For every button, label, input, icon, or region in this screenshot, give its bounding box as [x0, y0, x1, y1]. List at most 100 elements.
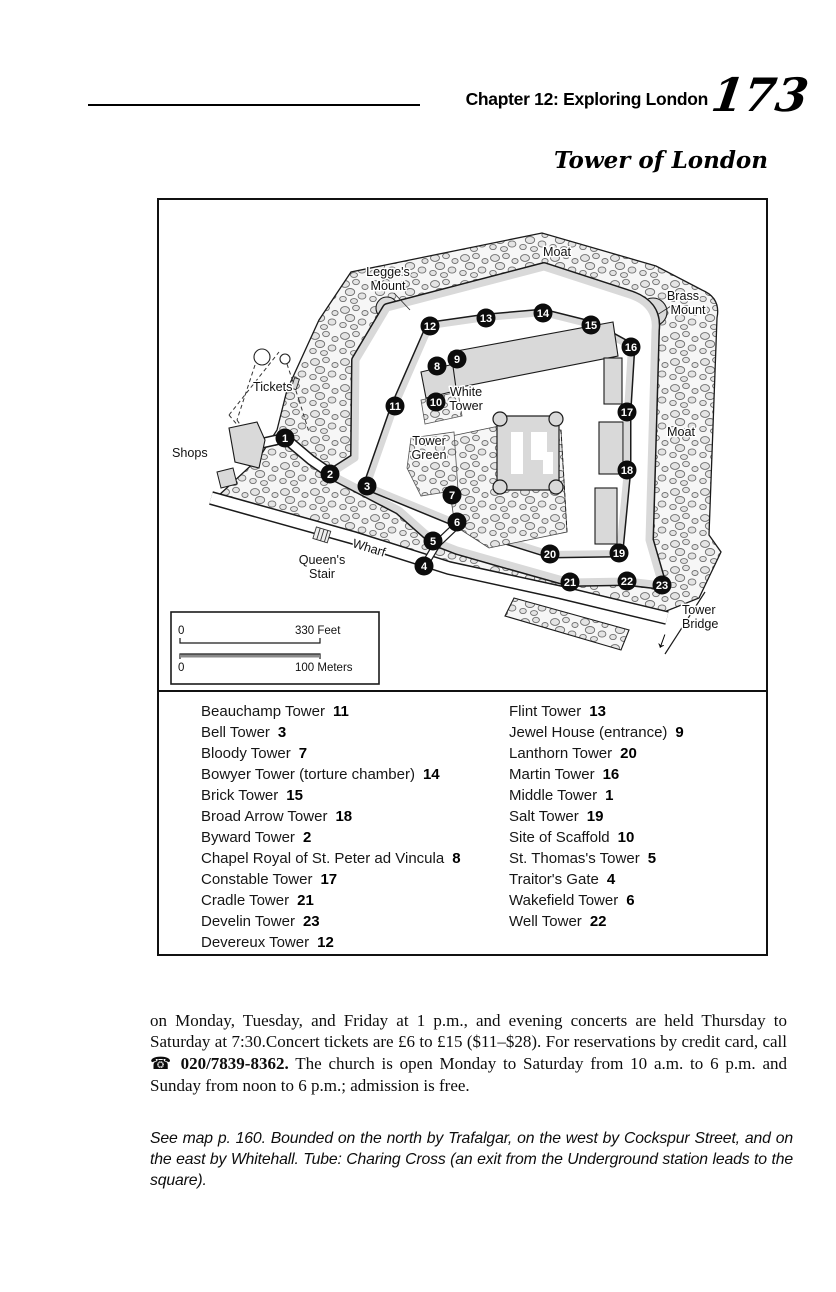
svg-text:3: 3 [364, 481, 370, 493]
svg-text:8: 8 [434, 361, 440, 373]
map-drawing [209, 232, 722, 655]
label-tower-green-2: Green [411, 448, 446, 462]
map-marker-1: 1 [275, 428, 295, 448]
chapter-title: Chapter 12: Exploring London [465, 89, 709, 109]
label-tickets: Tickets [253, 380, 292, 394]
map-marker-11: 11 [385, 396, 405, 416]
map-marker-16: 16 [621, 337, 641, 357]
phone-number: ☎ 020/7839-8362. [150, 1053, 289, 1074]
svg-text:17: 17 [621, 407, 633, 419]
queens-stair-steps [312, 526, 332, 544]
label-brass-mount-2: Mount [670, 303, 706, 317]
label-tower-bridge-1: Tower [682, 603, 716, 617]
label-tower-bridge-2: Bridge [682, 617, 718, 631]
map-marker-22: 22 [617, 571, 637, 591]
svg-text:23: 23 [656, 580, 668, 592]
svg-text:18: 18 [621, 465, 633, 477]
map-marker-9: 9 [447, 349, 467, 369]
map-marker-4: 4 [414, 556, 434, 576]
svg-text:13: 13 [480, 313, 492, 325]
label-tower-green-1: Tower [412, 434, 446, 448]
map-marker-10: 10 [426, 392, 446, 412]
map-marker-23: 23 [652, 575, 672, 595]
label-white-tower-2: Tower [449, 399, 483, 413]
page-number: 173 [708, 68, 812, 122]
body-paragraph-2: See map p. 160. Bounded on the north by … [150, 1129, 793, 1190]
map-area: 1 2 3 4 5 6 7 8 9 10 11 12 13 14 15 16 1 [159, 200, 766, 692]
svg-text:12: 12 [424, 321, 436, 333]
label-legges-mount-1: Legge's [366, 265, 410, 279]
svg-text:7: 7 [449, 490, 455, 502]
header-rule [88, 104, 420, 106]
svg-text:20: 20 [544, 549, 556, 561]
body-paragraph-1: on Monday, Tuesday, and Friday at 1 p.m.… [150, 1011, 787, 1095]
svg-text:21: 21 [564, 577, 576, 589]
riverside-strip [504, 597, 630, 651]
label-shops: Shops [172, 446, 208, 460]
map-marker-3: 3 [357, 476, 377, 496]
map-marker-19: 19 [609, 543, 629, 563]
legend-item: Jewel House (entrance)9 [509, 724, 684, 741]
map-marker-7: 7 [442, 485, 462, 505]
map-labels: Moat Legge's Mount Brass Mount Tickets S… [171, 244, 720, 655]
svg-text:10: 10 [430, 397, 442, 409]
svg-text:16: 16 [625, 342, 637, 354]
scale-meters-label: 100 Meters [295, 662, 353, 674]
scale-feet-bar [179, 638, 321, 644]
label-moat-east: Moat [667, 425, 695, 439]
barracks-building [450, 321, 619, 389]
map-marker-21: 21 [560, 572, 580, 592]
svg-text:4: 4 [421, 561, 428, 573]
label-queens-stair-2: Stair [309, 567, 335, 581]
label-legges-mount-2: Mount [370, 279, 406, 293]
legend-item: Bowyer Tower (torture chamber)14 [201, 766, 440, 783]
figure-title: Tower of London [554, 147, 768, 174]
map-scale: 0 330 Feet 0 100 Meters [170, 611, 380, 685]
scale-feet-label: 330 Feet [295, 625, 341, 637]
tower-bridge-arrow-icon: ↓ [653, 625, 674, 654]
svg-text:9: 9 [454, 354, 460, 366]
map-markers: 1 2 3 4 5 6 7 8 9 10 11 12 13 14 15 16 1 [275, 303, 672, 595]
svg-text:15: 15 [585, 320, 597, 332]
svg-text:1: 1 [282, 433, 288, 445]
label-brass-mount-1: Brass [667, 289, 699, 303]
map-marker-2: 2 [320, 464, 340, 484]
map-marker-18: 18 [617, 460, 637, 480]
svg-text:14: 14 [537, 308, 550, 320]
scale-feet-zero: 0 [178, 625, 184, 637]
svg-text:6: 6 [454, 517, 460, 529]
map-marker-6: 6 [447, 512, 467, 532]
map-marker-13: 13 [476, 308, 496, 328]
svg-text:19: 19 [613, 548, 625, 560]
telephone-icon: ☎ [150, 1053, 174, 1074]
svg-text:2: 2 [327, 469, 333, 481]
map-marker-15: 15 [581, 315, 601, 335]
svg-text:22: 22 [621, 576, 633, 588]
svg-text:5: 5 [430, 536, 436, 548]
label-moat-top: Moat [543, 245, 571, 259]
scale-meters-zero: 0 [178, 662, 184, 674]
label-queens-stair-1: Queen's [299, 553, 346, 567]
tower-green-patch [406, 431, 459, 497]
map-marker-5: 5 [423, 531, 443, 551]
